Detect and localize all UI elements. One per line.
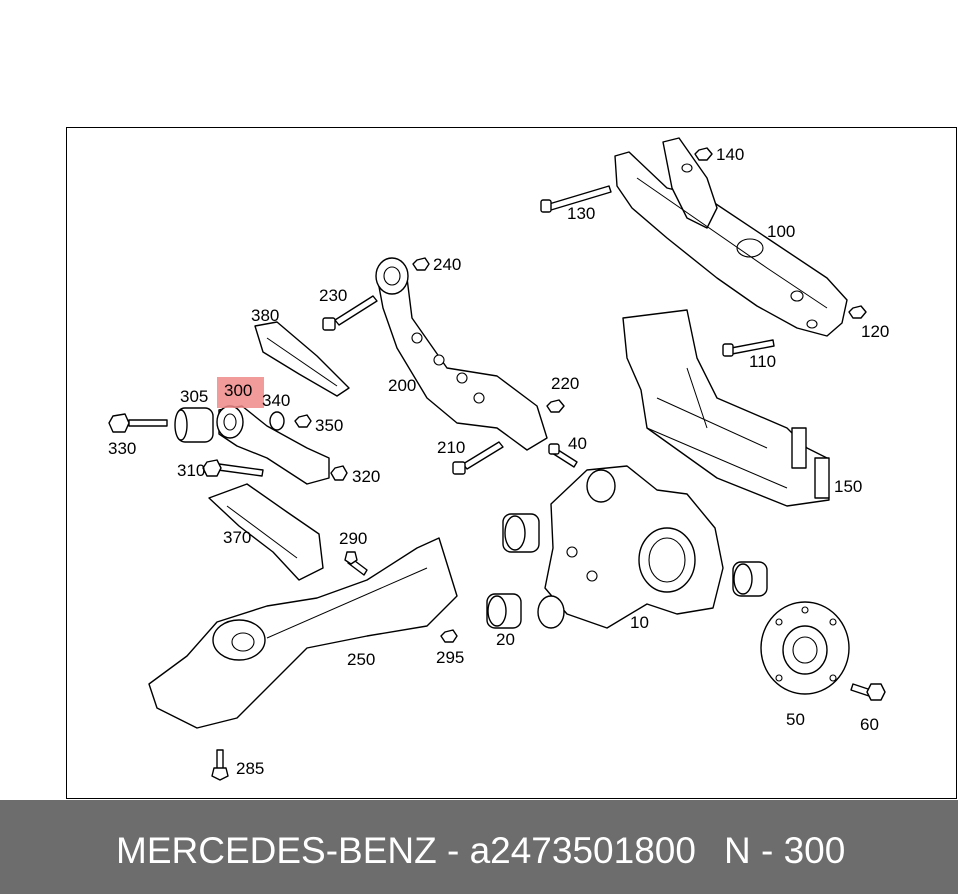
callout-320[interactable]: 320 [352, 467, 381, 486]
footer-brand-part-number: MERCEDES-BENZ - a2473501800 [116, 830, 696, 871]
nut-part-120 [848, 305, 867, 319]
bolt-part-330 [108, 413, 168, 433]
callout-370[interactable]: 370 [223, 528, 252, 547]
bolt-part-60 [850, 683, 886, 701]
callout-250[interactable]: 250 [347, 650, 376, 669]
callout-60[interactable]: 60 [860, 715, 879, 734]
callout-110[interactable]: 110 [749, 352, 777, 371]
callout-200[interactable]: 200 [388, 376, 417, 395]
callout-20[interactable]: 20 [496, 630, 515, 649]
tray-part-150 [622, 309, 830, 507]
callout-10[interactable]: 10 [630, 613, 649, 632]
wheel-hub-part-50 [760, 601, 850, 695]
bushing-part-305 [174, 407, 214, 443]
callout-305[interactable]: 305 [180, 387, 209, 406]
callout-220[interactable]: 220 [551, 374, 580, 393]
bolt-part-130 [540, 185, 612, 213]
bolt-part-110 [722, 339, 775, 357]
callout-290[interactable]: 290 [339, 529, 368, 548]
callout-300[interactable]: 300 [224, 381, 253, 400]
bolt-part-310 [202, 459, 264, 477]
link-arm-part-300 [216, 405, 330, 485]
nut-part-220 [546, 399, 565, 413]
bracket-part-380 [254, 321, 350, 397]
bracket-part-370 [208, 483, 324, 581]
subframe-part-100 [614, 137, 848, 337]
callout-330[interactable]: 330 [108, 439, 137, 458]
callout-50[interactable]: 50 [786, 710, 805, 729]
callout-150[interactable]: 150 [834, 477, 863, 496]
callout-285[interactable]: 285 [236, 759, 265, 778]
bolt-part-40 [548, 443, 578, 468]
nut-part-350 [294, 414, 312, 428]
callout-350[interactable]: 350 [315, 416, 344, 435]
callout-340[interactable]: 340 [262, 391, 291, 410]
control-arm-part-200 [375, 257, 548, 451]
callout-140[interactable]: 140 [716, 145, 745, 164]
callout-380[interactable]: 380 [251, 306, 280, 325]
parts-diagram-frame: 10 20 40 50 60 100 110 120 130 140 150 2… [66, 127, 957, 799]
bolt-part-285 [211, 749, 229, 781]
callout-120[interactable]: 120 [861, 322, 890, 341]
callout-210[interactable]: 210 [437, 438, 466, 457]
callout-100[interactable]: 100 [767, 222, 796, 241]
callout-240[interactable]: 240 [433, 255, 462, 274]
washer-part-340 [269, 411, 285, 431]
bolt-part-210 [452, 441, 504, 475]
exploded-view-drawing [108, 137, 886, 781]
nut-part-295 [440, 629, 458, 643]
knuckle-part-10 [537, 465, 724, 629]
callout-130[interactable]: 130 [567, 204, 596, 223]
bolt-part-290 [344, 551, 368, 576]
callout-40[interactable]: 40 [568, 434, 587, 453]
highlight-part-300 [217, 377, 264, 408]
nut-part-240 [412, 257, 430, 271]
nut-part-140 [694, 147, 713, 161]
trailing-arm-part-250 [148, 537, 458, 729]
callout-295[interactable]: 295 [436, 648, 465, 667]
bolt-part-230 [322, 295, 378, 331]
bushing-part-20 [486, 513, 768, 629]
nut-part-320 [330, 465, 348, 481]
callout-310[interactable]: 310 [177, 461, 206, 480]
footer-bar [0, 800, 958, 894]
footer-position-number: N - 300 [724, 830, 846, 871]
callout-230[interactable]: 230 [319, 286, 348, 305]
